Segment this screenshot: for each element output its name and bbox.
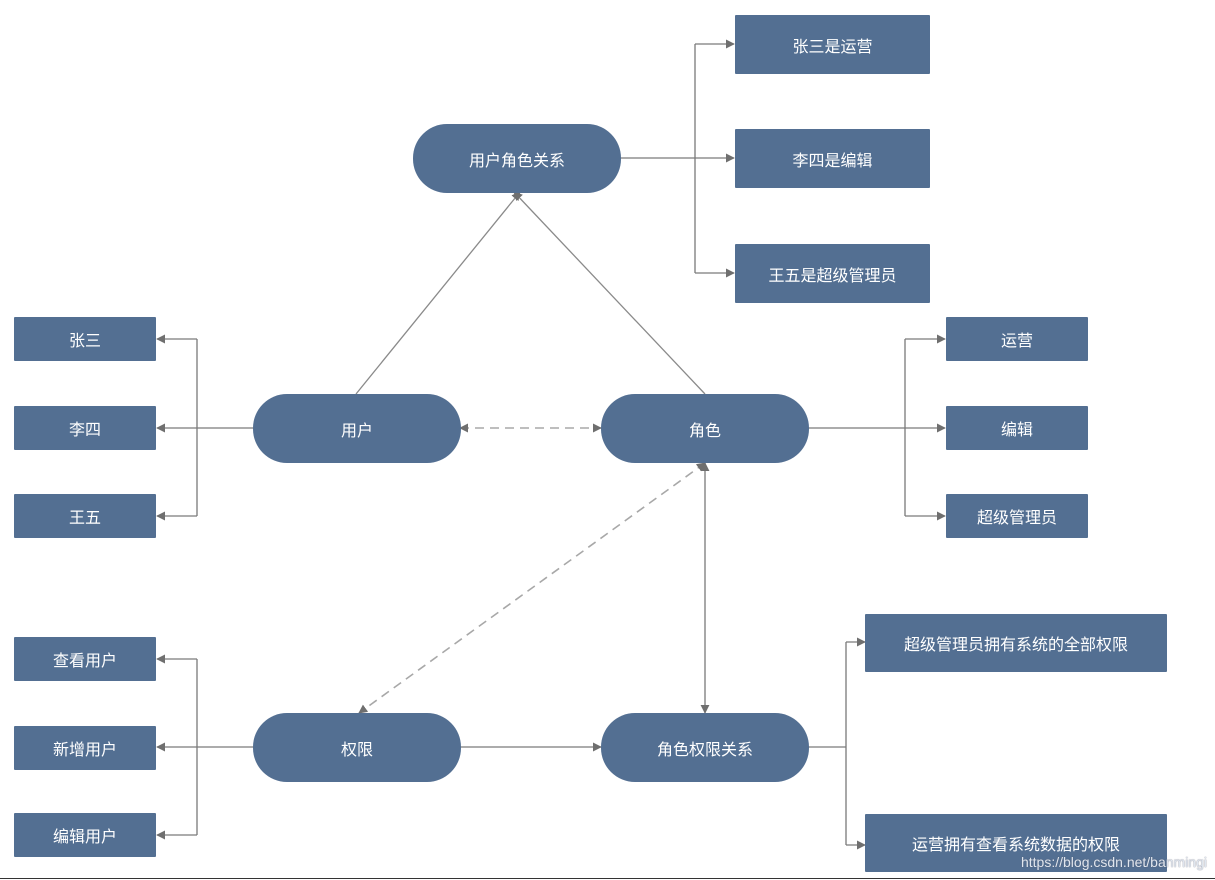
permission-item-box: 查看用户 [14,637,156,681]
user-node: 用户 [253,394,461,463]
user-role-example-box: 李四是编辑 [735,129,930,188]
role-permission-dashed-connector [358,462,706,714]
role-permission-example-box: 超级管理员拥有系统的全部权限 [865,614,1167,672]
user-role-relation-node: 用户角色关系 [413,124,621,193]
user-item-box: 王五 [14,494,156,538]
user-role-example-box: 张三是运营 [735,15,930,74]
user-list-connectors [156,334,254,521]
user-item-box: 李四 [14,406,156,450]
user-role-example-box: 王五是超级管理员 [735,244,930,303]
role-list-connectors [808,334,946,521]
role-item-box: 运营 [946,317,1088,361]
watermark-text: https://blog.csdn.net/banmingi [1020,854,1207,870]
role-item-box: 超级管理员 [946,494,1088,538]
permission-list-connectors [156,654,254,840]
permission-node: 权限 [253,713,461,782]
role-permission-relation-node: 角色权限关系 [601,713,809,782]
user-role-relation-connectors [620,39,735,278]
bottom-divider [0,878,1215,879]
role-node: 角色 [601,394,809,463]
relation-source-connectors [355,191,706,395]
role-permission-example-box: 运营拥有查看系统数据的权限 [865,814,1167,872]
user-item-box: 张三 [14,317,156,361]
role-permission-example-connectors [808,637,866,850]
role-item-box: 编辑 [946,406,1088,450]
permission-item-box: 编辑用户 [14,813,156,857]
permission-item-box: 新增用户 [14,726,156,770]
